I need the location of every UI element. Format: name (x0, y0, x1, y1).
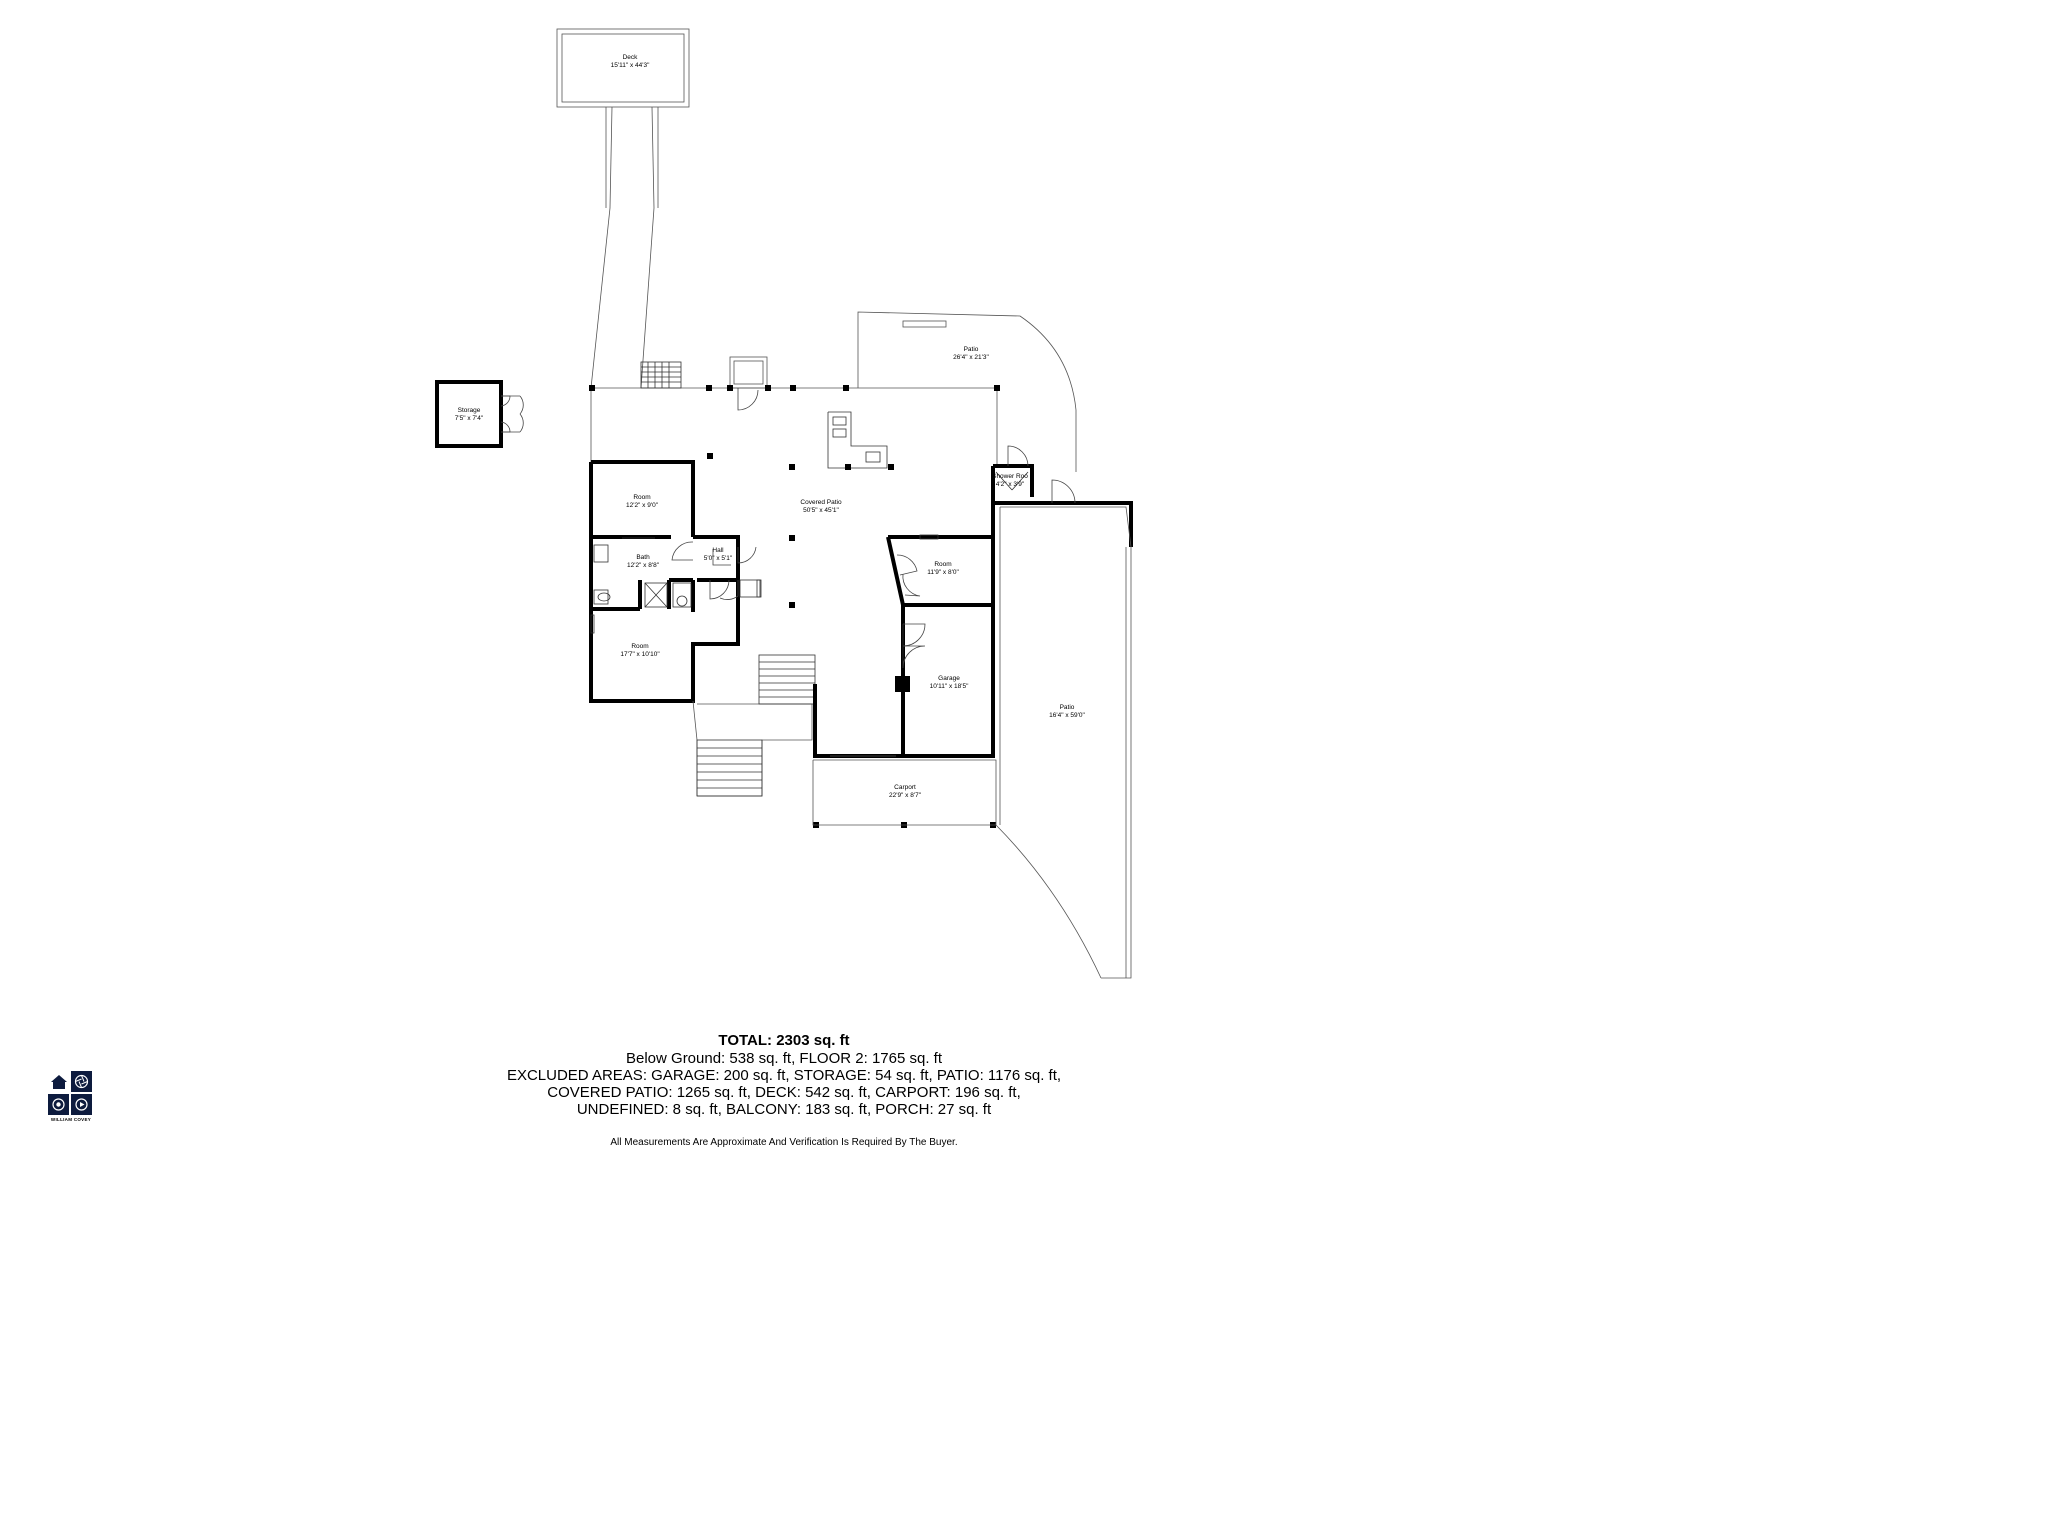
shower-room-label: Shower Roo (992, 473, 1028, 480)
room-right-dims: 11'9" x 8'0" (927, 569, 959, 576)
left-rooms-walls (589, 460, 740, 703)
room-right-label: Room (934, 561, 951, 568)
area-line-2: EXCLUDED AREAS: GARAGE: 200 sq. ft, STOR… (506, 1067, 1062, 1084)
deck-label: Deck (623, 54, 639, 61)
storage-door (500, 395, 524, 433)
room-upper-dims: 12'2" x 9'0" (626, 502, 659, 509)
aperture-icon (71, 1071, 92, 1092)
storage-dims: 7'5" x 7'4" (455, 415, 484, 422)
patio-right-label: Patio (1060, 704, 1075, 711)
bath-dims: 12'2" x 8'8" (627, 562, 660, 569)
room-lower-label: Room (631, 643, 648, 650)
lower-stairs (692, 654, 816, 797)
kitchen-island (827, 411, 888, 469)
hall-dims: 5'0" x 5'1" (704, 555, 733, 562)
patio-top-label: Patio (964, 346, 979, 353)
covered-patio-outline (590, 387, 998, 466)
left-rooms-fixtures (590, 537, 762, 634)
bath-label: Bath (636, 554, 650, 561)
floor-plan: Deck 15'11" x 44'3" Storage 7'5" x 7'4" … (435, 28, 1133, 979)
area-line-3: COVERED PATIO: 1265 sq. ft, DECK: 542 sq… (547, 1084, 1021, 1101)
right-rooms-fixtures (830, 445, 1076, 757)
hall-label: Hall (712, 547, 724, 554)
room-lower-dims: 17'7" x 10'10" (620, 651, 660, 658)
disclaimer: All Measurements Are Approximate And Ver… (610, 1137, 958, 1148)
camera-icon (48, 1094, 69, 1115)
logo-name: WILLIAM COVEY (50, 1117, 92, 1122)
shower-room-dims: 4'2" x 3'9" (996, 481, 1025, 488)
brand-logo: WILLIAM COVEY (48, 1071, 94, 1122)
covered-patio-dims: 50'5" x 45'1" (803, 507, 839, 514)
patio-right-dims: 16'4" x 59'0" (1049, 712, 1085, 719)
covered-patio-label: Covered Patio (800, 499, 842, 506)
deck-area (556, 28, 690, 389)
top-entry (729, 356, 768, 411)
patio-top-bench (902, 320, 947, 328)
area-line-4: UNDEFINED: 8 sq. ft, BALCONY: 183 sq. ft… (576, 1101, 992, 1118)
carport-dims: 22'9" x 8'7" (889, 792, 922, 799)
patio-top-dims: 26'4" x 21'3" (953, 354, 989, 361)
garage-label: Garage (938, 675, 960, 682)
top-steps (640, 361, 682, 389)
play-icon (71, 1094, 92, 1115)
patio-top-outline (857, 311, 1077, 472)
posts (589, 385, 1000, 828)
area-line-1: Below Ground: 538 sq. ft, FLOOR 2: 1765 … (626, 1050, 942, 1067)
house-icon (48, 1071, 69, 1092)
carport-label: Carport (894, 784, 916, 791)
area-summary: TOTAL: 2303 sq. ft Below Ground: 538 sq.… (0, 1032, 1568, 1118)
storage-walls (435, 380, 503, 448)
garage-dims: 10'11" x 18'5" (930, 683, 969, 690)
storage-label: Storage (458, 407, 481, 414)
deck-dims: 15'11" x 44'3" (611, 62, 650, 69)
patio-right-outline (995, 506, 1132, 979)
total-area: TOTAL: 2303 sq. ft (718, 1032, 850, 1049)
room-upper-label: Room (633, 494, 650, 501)
